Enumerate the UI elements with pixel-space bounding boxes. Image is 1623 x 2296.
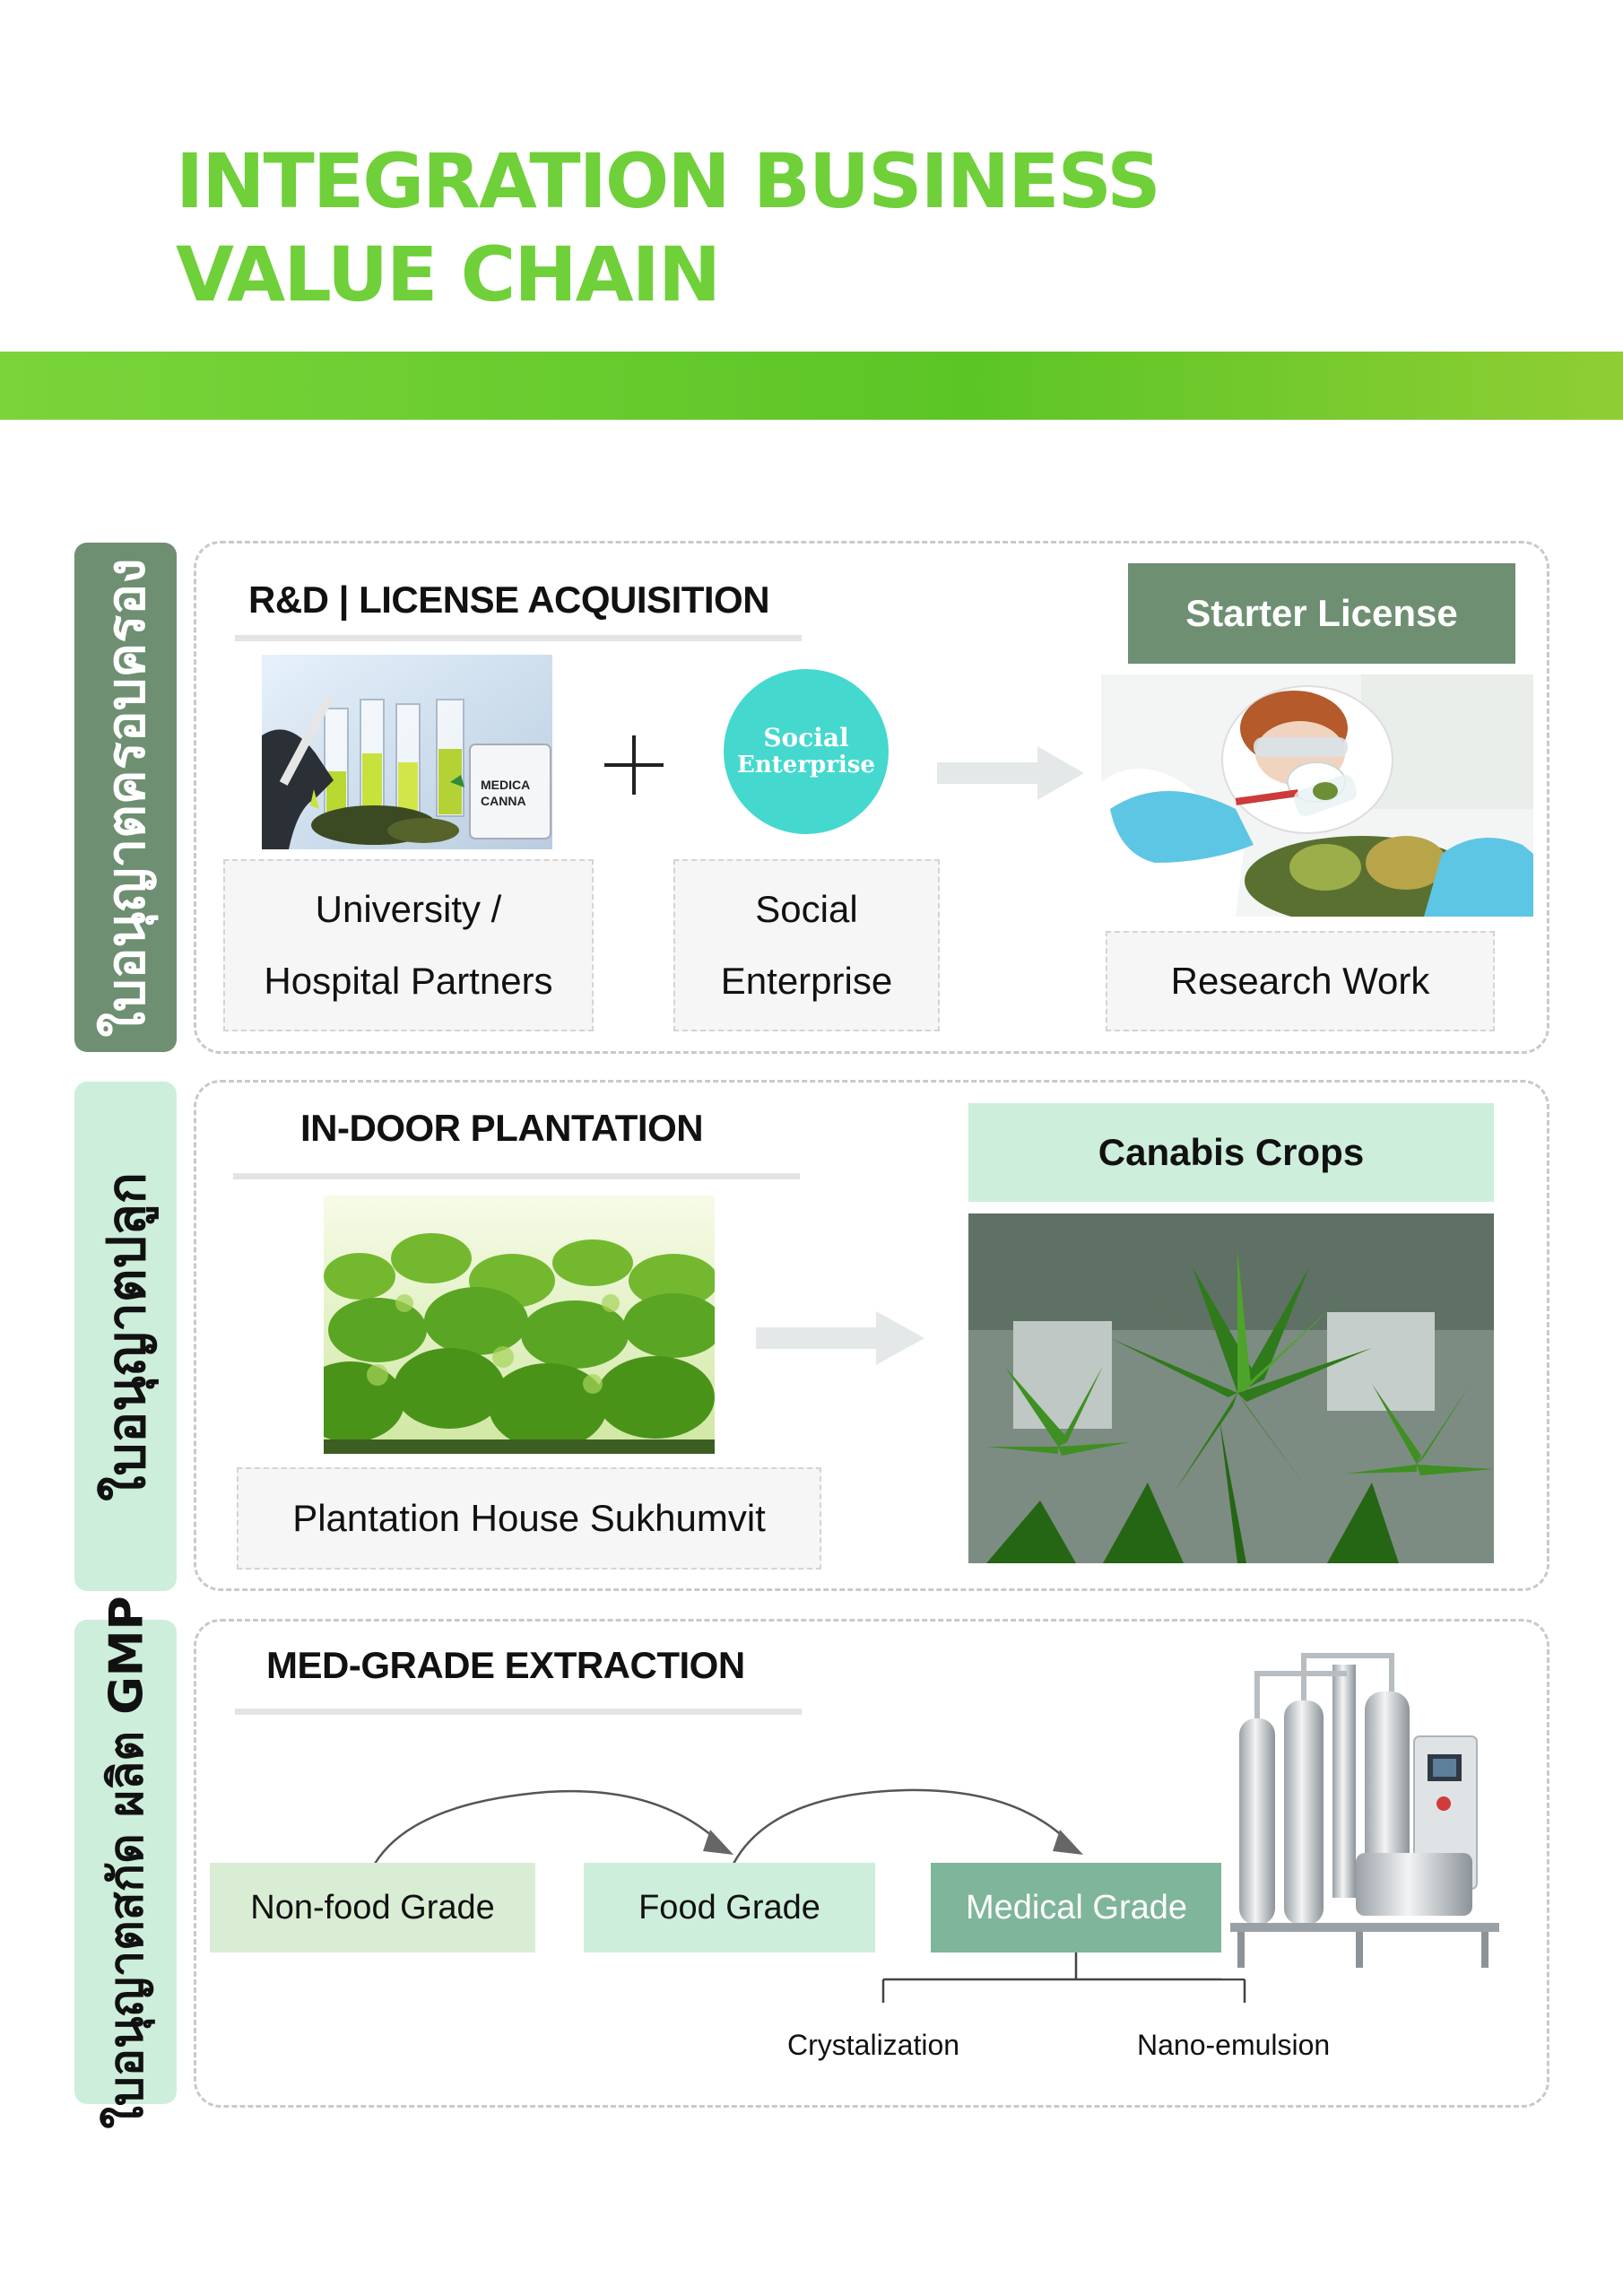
- caption-line: Research Work: [1170, 960, 1430, 1003]
- jar-label-2: CANNA: [481, 794, 526, 808]
- canabis-crops-header: Canabis Crops: [968, 1103, 1494, 1202]
- page-title-line-1: INTEGRATION BUSINESS: [176, 137, 1161, 225]
- logo-text-line-1: Social: [763, 723, 849, 753]
- caption-line: Social: [755, 888, 858, 931]
- caption-research-work: Research Work: [1106, 931, 1495, 1031]
- heading-underline: [235, 1709, 802, 1715]
- sub-item-nano-emulsion: Nano-emulsion: [1137, 2029, 1331, 2061]
- lab-test-tubes-photo: MEDICA CANNA: [262, 655, 552, 849]
- starter-license-header: Starter License: [1128, 563, 1515, 664]
- caption-line: Enterprise: [720, 960, 893, 1002]
- logo-text-line-2: Enterprise: [737, 752, 875, 779]
- plus-icon: [603, 734, 665, 796]
- side-tab-extraction-license: ใบอนุญาตสกัด ผลิต GMP: [74, 1596, 177, 2128]
- heading-underline: [233, 1173, 800, 1179]
- section-med-grade-extraction: [194, 1619, 1549, 2108]
- caption-line: University /: [315, 888, 502, 931]
- jar-label-1: MEDICA: [481, 778, 530, 792]
- extraction-machine-photo: [1221, 1638, 1508, 1979]
- section-heading-rnd: R&D | LICENSE ACQUISITION: [248, 578, 770, 621]
- researcher-photo: [1101, 674, 1533, 917]
- side-tab-label: ใบอนุญาตปลูก: [95, 1171, 157, 1501]
- caption-university-hospital: University / Hospital Partners: [223, 859, 594, 1031]
- caption-plantation-house: Plantation House Sukhumvit: [237, 1467, 821, 1570]
- canabis-crops-photo: [968, 1213, 1494, 1563]
- grade-medical: Medical Grade: [931, 1863, 1222, 1952]
- side-tab-label: ใบอนุญาตครอบครอง: [95, 558, 157, 1037]
- section-heading-extraction: MED-GRADE EXTRACTION: [266, 1644, 745, 1686]
- social-enterprise-logo: Social Enterprise: [724, 669, 889, 834]
- caption-line: Plantation House Sukhumvit: [292, 1497, 766, 1540]
- side-tab-planting-license: ใบอนุญาตปลูก: [74, 1082, 177, 1591]
- section-rnd-license: [194, 541, 1549, 1054]
- section-indoor-plantation: [194, 1080, 1549, 1591]
- caption-line: Hospital Partners: [264, 960, 553, 1002]
- sub-item-crystalization: Crystalization: [787, 2029, 960, 2061]
- grade-non-food: Non-food Grade: [210, 1863, 535, 1952]
- side-tab-possession-license: ใบอนุญาตครอบครอง: [74, 543, 177, 1052]
- green-banner: [0, 352, 1623, 420]
- section-heading-plantation: IN-DOOR PLANTATION: [300, 1107, 704, 1149]
- side-tab-label: ใบอนุญาตสกัด ผลิต GMP: [100, 1595, 154, 2129]
- page-title-line-2: VALUE CHAIN: [176, 230, 721, 318]
- indoor-plantation-photo: [324, 1196, 715, 1454]
- curved-arrow-icon: [359, 1785, 753, 1866]
- arrow-right-icon: [756, 1309, 924, 1367]
- curved-arrow-icon: [726, 1785, 1094, 1866]
- grade-branch-bracket: [879, 1952, 1255, 2006]
- arrow-right-icon: [937, 744, 1084, 802]
- grade-food: Food Grade: [584, 1863, 875, 1952]
- heading-underline: [235, 635, 802, 641]
